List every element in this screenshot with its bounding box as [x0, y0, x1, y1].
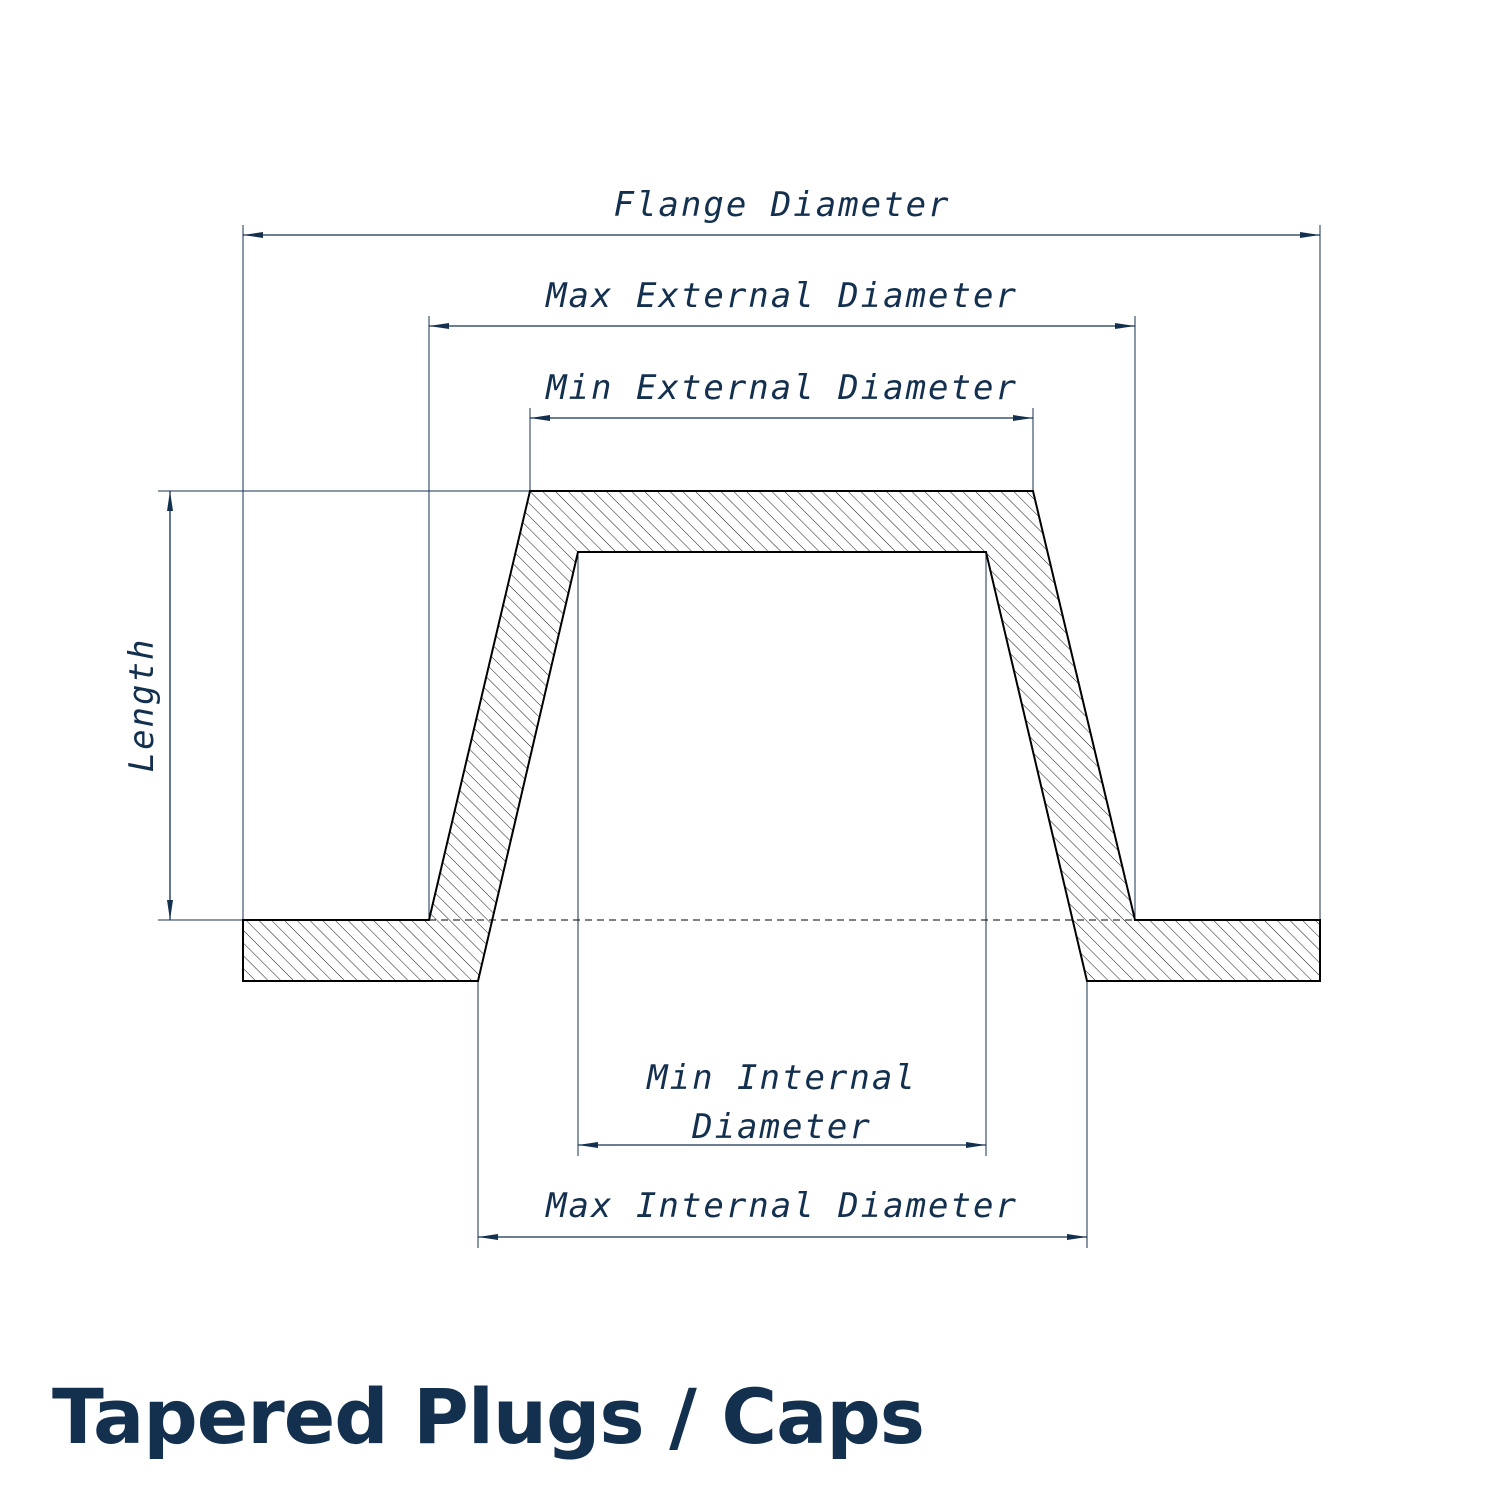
min-external-diameter-label: Min External Diameter	[545, 368, 1018, 408]
max-external-diameter-label: Max External Diameter	[545, 276, 1018, 316]
min-internal-diameter-label-line1: Min Internal	[646, 1058, 917, 1098]
dimension-labels: Flange Diameter Max External Diameter Mi…	[122, 185, 1018, 1226]
max-internal-diameter-label: Max Internal Diameter	[545, 1186, 1018, 1226]
cross-section	[242, 490, 1321, 982]
plug-wall-section	[242, 490, 1321, 982]
flange-diameter-label: Flange Diameter	[613, 185, 950, 225]
page-title: Tapered Plugs / Caps	[52, 1372, 925, 1461]
length-label: Length	[122, 638, 162, 773]
min-internal-diameter-label-line2: Diameter	[691, 1107, 872, 1147]
dimension-lines	[167, 232, 1320, 1240]
extension-lines	[158, 225, 1321, 1248]
